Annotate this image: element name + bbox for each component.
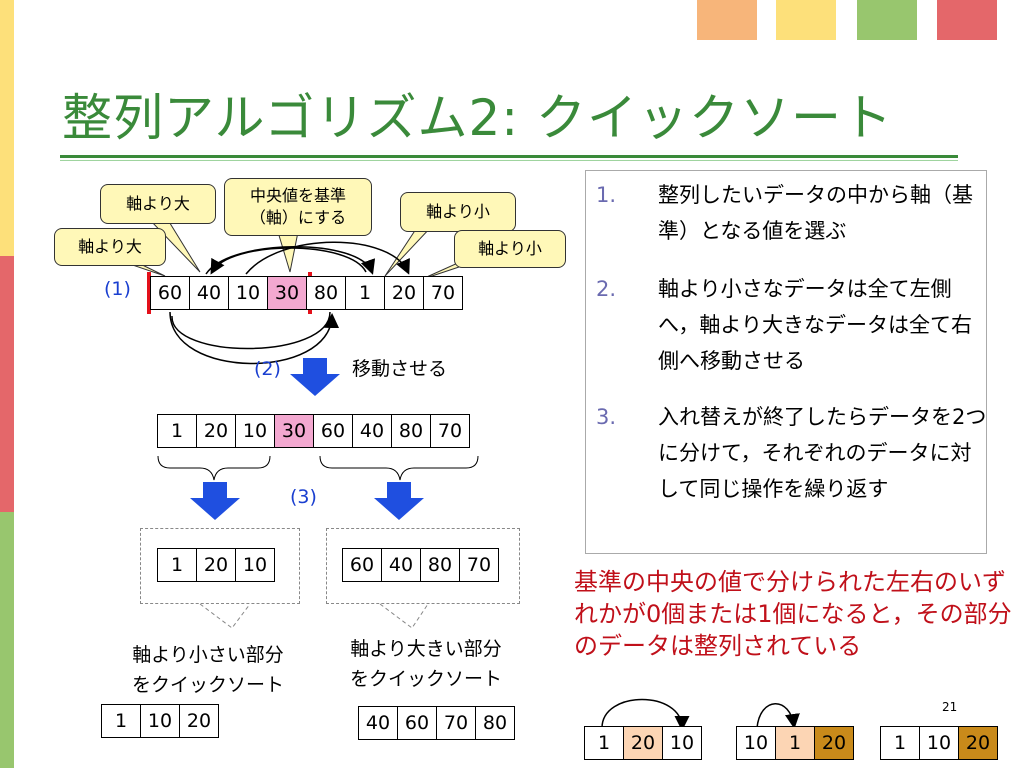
array-cell: 30 <box>274 414 314 448</box>
array-cell: 70 <box>459 548 499 582</box>
left-part-box <box>140 528 300 604</box>
array-cell: 20 <box>814 726 854 760</box>
title-underline-light <box>60 160 958 161</box>
page-title: 整列アルゴリズム2: クイックソート <box>62 89 894 147</box>
array-cell: 80 <box>391 414 431 448</box>
array-cell: 70 <box>436 706 476 740</box>
array-cell: 1 <box>584 726 624 760</box>
step-1-label: (1) <box>104 278 131 300</box>
array-cell: 20 <box>179 704 219 738</box>
step-number: 1. <box>596 183 617 207</box>
step-text: 入れ替えが終了したらデータを2つに分けて，それぞれのデータに対して同じ操作を繰り… <box>658 405 987 501</box>
side-bar-red <box>0 256 14 512</box>
page-number: 21 <box>942 700 958 714</box>
array-cell: 60 <box>342 548 382 582</box>
array-cell: 60 <box>397 706 437 740</box>
array-cell: 1 <box>775 726 815 760</box>
array-cell: 1 <box>101 704 141 738</box>
corner-square-red <box>937 0 997 40</box>
array-cell: 60 <box>313 414 353 448</box>
array-cell: 80 <box>420 548 460 582</box>
array-cell: 70 <box>430 414 470 448</box>
array-cell: 30 <box>267 276 307 310</box>
array-cell: 40 <box>189 276 229 310</box>
side-bar-green <box>0 512 14 768</box>
array-cell: 20 <box>196 548 236 582</box>
array-cell: 10 <box>662 726 702 760</box>
step-number: 3. <box>596 405 617 429</box>
callout-pivot: 中央値を基準 （軸）にする <box>224 178 372 236</box>
callout-smaller-1: 軸より小 <box>400 192 516 232</box>
array-cell: 40 <box>358 706 398 740</box>
array-cell: 60 <box>150 276 190 310</box>
array-cell: 20 <box>958 726 998 760</box>
array-cell: 10 <box>140 704 180 738</box>
array-cell: 20 <box>623 726 663 760</box>
callout-smaller-2: 軸より小 <box>454 230 566 268</box>
array-cell: 80 <box>306 276 346 310</box>
side-bar-yellow <box>0 0 14 256</box>
array-cell: 40 <box>381 548 421 582</box>
title-underline <box>60 155 958 158</box>
array-cell: 20 <box>196 414 236 448</box>
corner-square-green <box>857 0 917 40</box>
array-cell: 80 <box>475 706 515 740</box>
callout-larger-1: 軸より大 <box>100 184 216 224</box>
array-cell: 10 <box>235 414 275 448</box>
callout-larger-2: 軸より大 <box>54 228 166 266</box>
step-text: 軸より小さなデータは全て左側へ，軸より大きなデータは全て右側へ移動させる <box>658 277 972 373</box>
array-cell: 1 <box>157 548 197 582</box>
step-2-label: (2) <box>254 358 281 380</box>
step-text: 整列したいデータの中から軸（基準）となる値を選ぶ <box>658 183 973 243</box>
array-cell: 10 <box>235 548 275 582</box>
right-sort-label: 軸より大きい部分 をクイックソート <box>349 638 502 690</box>
array-cell: 40 <box>352 414 392 448</box>
array-cell: 1 <box>345 276 385 310</box>
sorted-note: 基準の中央の値で分けられた左右のいずれかが0個または1個になると，その部分のデー… <box>574 568 1012 660</box>
steps-panel: 1. 整列したいデータの中から軸（基準）となる値を選ぶ 2. 軸より小さなデータ… <box>585 170 987 554</box>
step-number: 2. <box>596 277 617 301</box>
array-cell: 10 <box>919 726 959 760</box>
right-part-box <box>326 528 520 604</box>
array-cell: 10 <box>736 726 776 760</box>
move-label: 移動させる <box>352 358 448 380</box>
left-sort-label: 軸より小さい部分 をクイックソート <box>131 644 284 696</box>
corner-square-orange <box>697 0 757 40</box>
array-cell: 10 <box>228 276 268 310</box>
array-cell: 1 <box>157 414 197 448</box>
step-3-label: (3) <box>290 486 317 508</box>
array-cell: 1 <box>880 726 920 760</box>
array-cell: 70 <box>423 276 463 310</box>
corner-square-yellow <box>776 0 836 40</box>
array-cell: 20 <box>384 276 424 310</box>
